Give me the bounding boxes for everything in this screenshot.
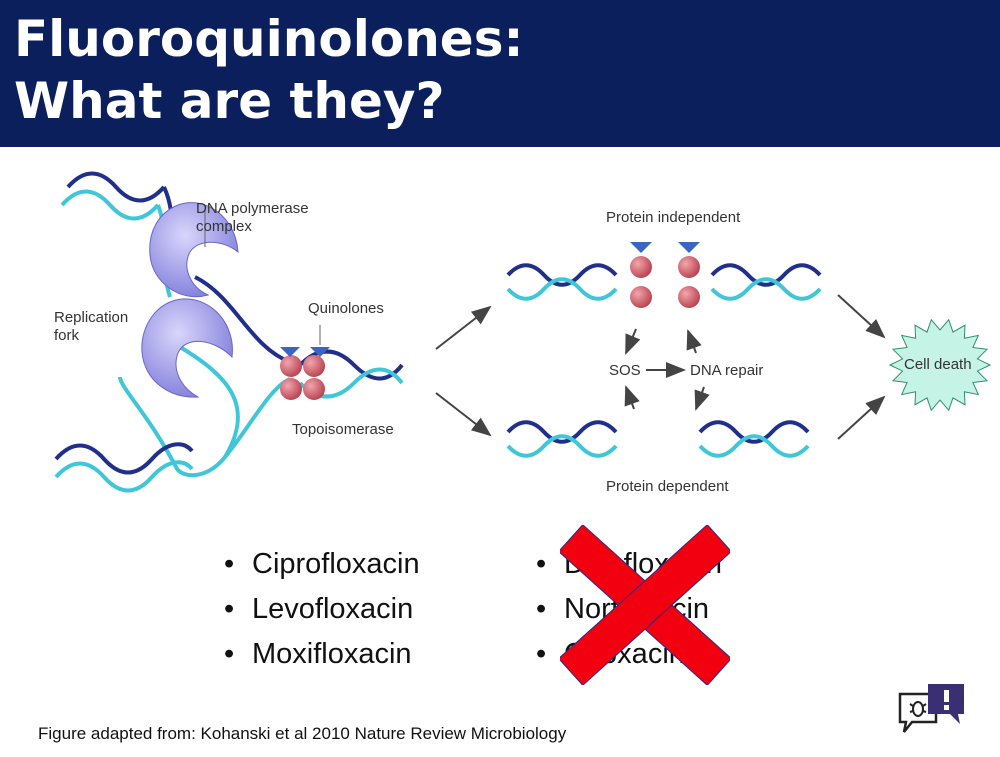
- mechanism-diagram: DNA polymerase complex Replication fork …: [54, 171, 992, 495]
- label-replication-fork-1: Replication: [54, 309, 128, 326]
- label-protein-independent: Protein independent: [606, 209, 741, 226]
- citation: Figure adapted from: Kohanski et al 2010…: [38, 724, 567, 743]
- label-replication-fork-2: fork: [54, 327, 80, 344]
- list-item: Levofloxacin: [224, 587, 420, 632]
- title-line-2: What are they?: [14, 72, 445, 130]
- chat-bug-icon: [898, 684, 964, 733]
- protein-independent-break: [506, 242, 822, 308]
- label-dna-polymerase-1: DNA polymerase: [196, 200, 309, 217]
- arrow-to-dependent: [435, 392, 492, 437]
- slide-title: Fluoroquinolones: What are they?: [14, 8, 523, 132]
- title-line-1: Fluoroquinolones:: [14, 10, 524, 68]
- drug-list-used: Ciprofloxacin Levofloxacin Moxifloxacin: [224, 542, 420, 677]
- title-bar: Fluoroquinolones: What are they?: [0, 0, 1000, 147]
- label-quinolones: Quinolones: [308, 300, 384, 317]
- label-cell-death: Cell death: [904, 356, 972, 373]
- label-sos: SOS: [609, 362, 641, 379]
- label-topoisomerase: Topoisomerase: [292, 421, 394, 438]
- polymerase-upper: [149, 202, 239, 298]
- red-cross-icon: [560, 525, 730, 685]
- polymerase-lower: [141, 298, 233, 398]
- cell-death-burst: [888, 318, 992, 412]
- label-dna-polymerase-2: complex: [196, 218, 252, 235]
- label-dna-repair: DNA repair: [690, 362, 763, 379]
- list-item: Ciprofloxacin: [224, 542, 420, 587]
- label-protein-dependent: Protein dependent: [606, 478, 729, 495]
- arrow-to-independent: [435, 305, 492, 350]
- list-item: Moxifloxacin: [224, 632, 420, 677]
- protein-dependent-break: [506, 420, 810, 458]
- replication-fork-illustration: [54, 171, 404, 493]
- topoisomerase-complex: [280, 347, 330, 400]
